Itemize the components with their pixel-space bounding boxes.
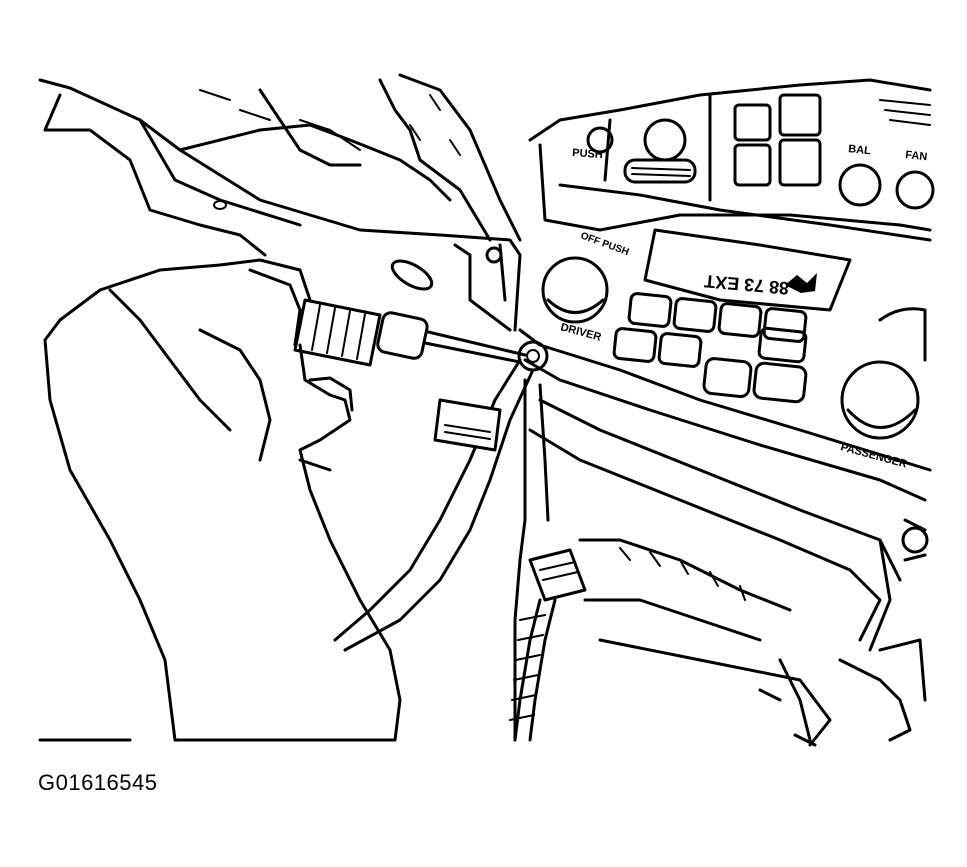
defrost-icon [785, 273, 817, 293]
harness-connector [509, 538, 927, 747]
push-label: PUSH [572, 147, 603, 161]
bal-label: BAL [848, 143, 872, 157]
driver-label: DRIVER [559, 321, 602, 343]
wiring [333, 358, 550, 742]
dash-trim-panel [38, 73, 522, 332]
climate-control-panel: PUSH BAL FAN 88 73 EXT OFF PUSH DRIVER P… [518, 78, 935, 652]
preset-buttons [612, 292, 808, 404]
screwdriver [293, 298, 549, 372]
driver-knob [541, 256, 609, 324]
off-push-label: OFF PUSH [579, 230, 630, 258]
figure-code: G01616545 [38, 770, 158, 795]
display-readout: 88 73 EXT [703, 271, 789, 298]
fan-label: FAN [905, 149, 928, 163]
passenger-knob [840, 360, 920, 440]
hand [43, 258, 402, 742]
